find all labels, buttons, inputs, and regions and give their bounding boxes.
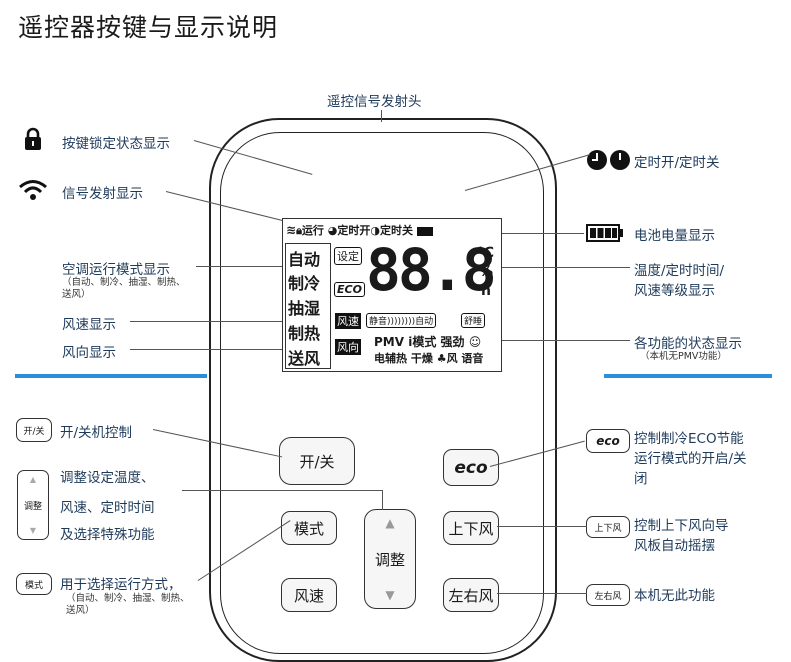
lcd-comfort-tag: 舒睡 xyxy=(461,313,486,328)
mode-desc-sub1: （自动、制冷、抽湿、制热、 xyxy=(66,593,190,604)
mode-display-sub2: 送风） xyxy=(62,289,91,300)
battery-label: 电池电量显示 xyxy=(634,228,715,244)
left-right-wind-button[interactable]: 左右风 xyxy=(443,578,499,612)
fan-speed-button[interactable]: 风速 xyxy=(281,578,337,612)
mode-display-sub1: （自动、制冷、抽湿、制热、 xyxy=(62,277,186,288)
power-button[interactable]: 开/关 xyxy=(279,437,355,485)
mode-desc-sub2: 送风） xyxy=(66,605,95,616)
mode-icon-badge: 模式 xyxy=(16,573,52,595)
up-down-wind-button[interactable]: 上下风 xyxy=(443,511,499,545)
lock-icon xyxy=(23,127,43,155)
lcd-unit-h: h xyxy=(481,283,491,299)
lcd-fan-tag: 风速 xyxy=(335,313,361,329)
adjust-icon-badge: ▲调整▼ xyxy=(17,470,49,540)
adjust-rocker-button[interactable]: ▲ 调整 ▼ xyxy=(364,509,416,609)
adjust-desc-3: 及选择特殊功能 xyxy=(60,527,155,543)
fan-direction-label: 风向显示 xyxy=(62,345,116,361)
timer-clock-icons xyxy=(586,149,632,175)
power-desc: 开/关机控制 xyxy=(60,425,133,441)
lcd-heat-row: 电辅热 干燥 ♣风 语音 xyxy=(374,352,484,365)
eco-desc-3: 闭 xyxy=(634,471,648,487)
mode-desc: 用于选择运行方式， xyxy=(60,577,182,593)
lcd-mode-cool: 制冷 xyxy=(288,274,321,293)
lcd-mode-heat: 制热 xyxy=(288,324,321,343)
timer-label: 定时开/定时关 xyxy=(634,155,720,171)
eco-icon-badge: eco xyxy=(586,429,630,453)
lcd-digits: 88.8 xyxy=(366,236,497,304)
adjust-down-arrow-icon[interactable]: ▼ xyxy=(385,588,395,602)
leftright-icon-badge: 左右风 xyxy=(586,584,630,606)
eco-desc-1: 控制制冷ECO节能 xyxy=(634,431,744,447)
lcd-pmv-row: PMV i模式 强劲 ☺ xyxy=(374,335,482,349)
battery-icon xyxy=(586,224,624,246)
wifi-signal-icon xyxy=(18,179,48,205)
updown-desc-2: 风板自动摇摆 xyxy=(634,538,715,554)
updown-icon-badge: 上下风 xyxy=(586,516,630,538)
signal-label: 信号发射显示 xyxy=(62,186,143,202)
lcd-unit-pct: % xyxy=(479,264,494,280)
lcd-eco-tag: ECO xyxy=(334,282,365,297)
lcd-mode-auto: 自动 xyxy=(288,250,321,269)
adjust-label: 调整 xyxy=(374,550,405,569)
left-divider xyxy=(15,374,207,378)
temp-label-1: 温度/定时时间/ xyxy=(634,263,725,279)
adjust-desc-2: 风速、定时时间 xyxy=(60,500,155,516)
lcd-fan-row: 静音))))))))自动 xyxy=(366,313,437,328)
lcd-mode-box xyxy=(285,243,331,369)
lcd-dir-tag: 风向 xyxy=(335,339,361,355)
lcd-mode-fan: 送风 xyxy=(288,349,321,368)
signal-head-label: 遥控信号发射头 xyxy=(327,94,422,110)
adjust-desc-1: 调整设定温度、 xyxy=(60,470,155,486)
lcd-status-row: ≋🔒︎运行 ◕定时开◑定时关 xyxy=(286,222,433,238)
fan-speed-label: 风速显示 xyxy=(62,317,116,333)
updown-desc-1: 控制上下风向导 xyxy=(634,518,729,534)
temp-label-2: 风速等级显示 xyxy=(634,283,715,299)
lcd-setting-tag: 设定 xyxy=(334,247,362,265)
power-icon-badge: 开/关 xyxy=(16,418,52,442)
status-sub-label: （本机无PMV功能） xyxy=(640,351,727,362)
mode-display-label: 空调运行模式显示 xyxy=(62,262,170,278)
adjust-up-arrow-icon[interactable]: ▲ xyxy=(385,516,395,530)
eco-desc-2: 运行模式的开启/关 xyxy=(634,451,747,467)
lcd-mode-dry: 抽湿 xyxy=(288,299,321,318)
page-title: 遥控器按键与显示说明 xyxy=(18,13,279,42)
leftright-desc: 本机无此功能 xyxy=(634,588,715,604)
lcd-unit-c: ℃ xyxy=(477,245,494,261)
status-label: 各功能的状态显示 xyxy=(634,336,742,352)
lock-status-label: 按键锁定状态显示 xyxy=(62,136,170,152)
right-divider xyxy=(604,374,772,378)
mode-button[interactable]: 模式 xyxy=(281,511,337,545)
eco-button[interactable]: eco xyxy=(443,449,499,486)
